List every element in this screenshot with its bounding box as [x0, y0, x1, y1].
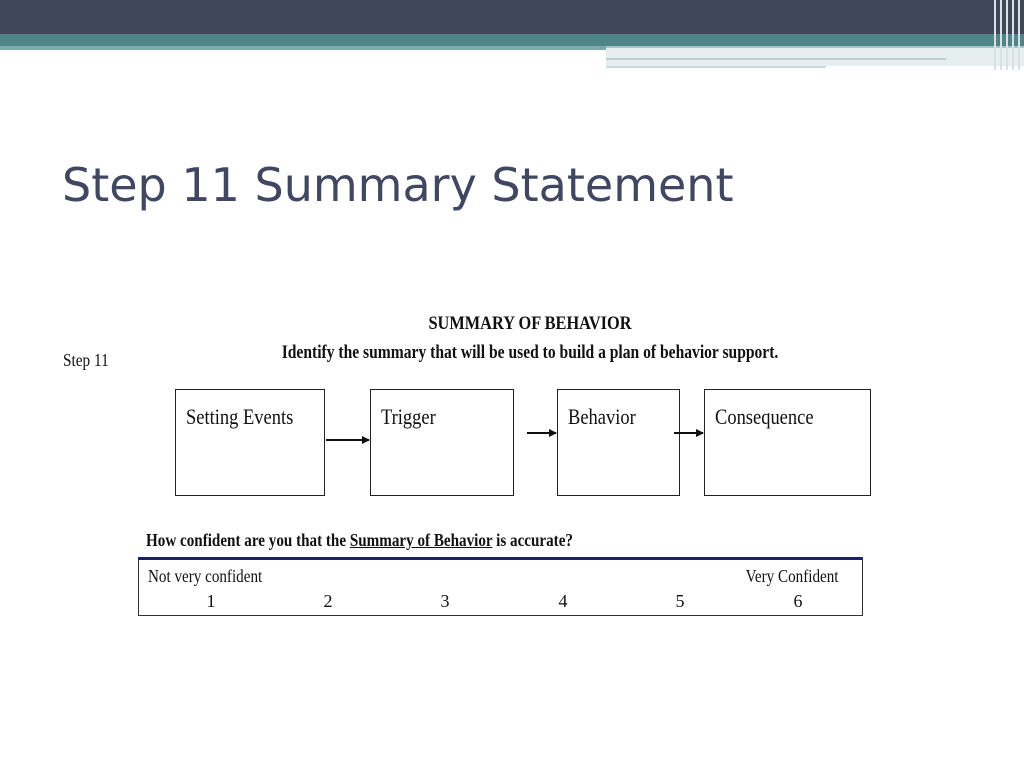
- header-band-line-2: [606, 66, 826, 68]
- header-band-line: [606, 58, 946, 60]
- question-suffix: is accurate?: [492, 530, 573, 550]
- box-label: Trigger: [381, 404, 436, 429]
- page-title: Step 11 Summary Statement: [62, 158, 734, 212]
- scale-value-2: 2: [323, 591, 333, 611]
- header-band-right: [606, 46, 1024, 66]
- confidence-question: How confident are you that the Summary o…: [146, 530, 573, 551]
- box-consequence: Consequence: [704, 389, 871, 496]
- step-label: Step 11: [63, 350, 109, 370]
- question-prefix: How confident are you that the: [146, 530, 350, 550]
- question-underlined: Summary of Behavior: [349, 530, 493, 550]
- scale-value-5: 5: [675, 591, 685, 611]
- box-trigger: Trigger: [370, 389, 514, 496]
- document-subtitle: Identify the summary that will be used t…: [281, 342, 779, 363]
- scale-low-label: Not very confident: [148, 566, 263, 586]
- scale-value-3: 3: [440, 591, 450, 611]
- header-band-thin: [0, 46, 606, 50]
- document-title: SUMMARY OF BEHAVIOR: [428, 313, 632, 334]
- box-setting-events: Setting Events: [175, 389, 325, 496]
- scale-high-label: Very Confident: [745, 566, 838, 586]
- box-label: Behavior: [568, 404, 636, 429]
- box-label: Consequence: [715, 404, 814, 429]
- scale-value-1: 1: [206, 591, 216, 611]
- header-stripes: [992, 0, 1024, 70]
- box-behavior: Behavior: [557, 389, 680, 496]
- confidence-scale: Not very confident Very Confident 1 2 3 …: [138, 557, 863, 616]
- header-band-dark: [0, 0, 1024, 34]
- scale-value-6: 6: [793, 591, 803, 611]
- scale-value-4: 4: [558, 591, 568, 611]
- box-label: Setting Events: [186, 404, 294, 429]
- header-band-teal: [0, 34, 1024, 46]
